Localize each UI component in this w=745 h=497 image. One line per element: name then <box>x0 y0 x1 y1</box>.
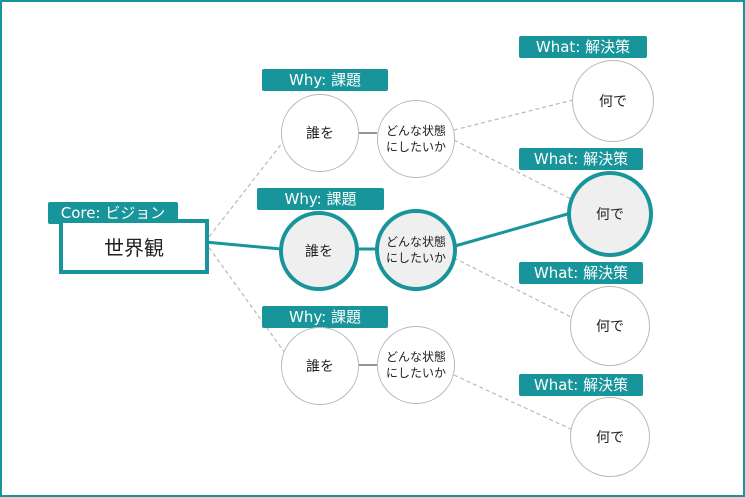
why-tag-1: Why: 課題 <box>262 69 388 91</box>
state-label-2: どんな状態 にしたいか <box>385 235 446 265</box>
who-label-1: 誰を <box>306 126 334 142</box>
what-tag-3: What: 解決策 <box>519 262 643 284</box>
core-node: 世界観 <box>59 219 209 274</box>
what-node-2: 何で <box>567 171 653 257</box>
what-label-2: 何で <box>596 207 624 223</box>
why-tag-2: Why: 課題 <box>257 188 384 210</box>
connector-state1-what1 <box>453 99 574 131</box>
what-tag-4: What: 解決策 <box>519 374 643 396</box>
what-label-4: 何で <box>596 430 624 446</box>
why-tag-3: Why: 課題 <box>262 306 388 328</box>
what-tag-2: What: 解決策 <box>519 148 643 170</box>
state-label-1: どんな状態 にしたいか <box>385 124 446 154</box>
state-node-1: どんな状態 にしたいか <box>377 100 455 178</box>
state-node-3: どんな状態 にしたいか <box>377 326 455 404</box>
what-label-1: 何で <box>599 94 627 110</box>
who-node-3: 誰を <box>281 327 359 405</box>
who-label-2: 誰を <box>305 244 333 260</box>
connector-state1-what2 <box>453 139 574 201</box>
who-label-3: 誰を <box>306 359 334 375</box>
what-label-3: 何で <box>596 319 624 335</box>
who-node-1: 誰を <box>281 94 359 172</box>
what-tag-1: What: 解決策 <box>519 36 647 58</box>
state-node-2: どんな状態 にしたいか <box>375 209 457 291</box>
what-node-4: 何で <box>570 397 650 477</box>
connector-state2-what3 <box>453 257 574 319</box>
connector-core-why1 <box>204 132 291 243</box>
who-node-2: 誰を <box>279 211 359 291</box>
state-label-3: どんな状態 にしたいか <box>385 350 446 380</box>
connector-core-why3 <box>204 241 291 361</box>
connector-core-why2 <box>204 240 282 251</box>
connector-state2-what2 <box>454 211 572 248</box>
core-label: 世界観 <box>104 236 164 260</box>
core-tag: Core: ビジョン <box>48 202 178 224</box>
what-node-3: 何で <box>570 286 650 366</box>
what-node-1: 何で <box>572 60 654 142</box>
connector-state3-what4 <box>453 374 574 431</box>
